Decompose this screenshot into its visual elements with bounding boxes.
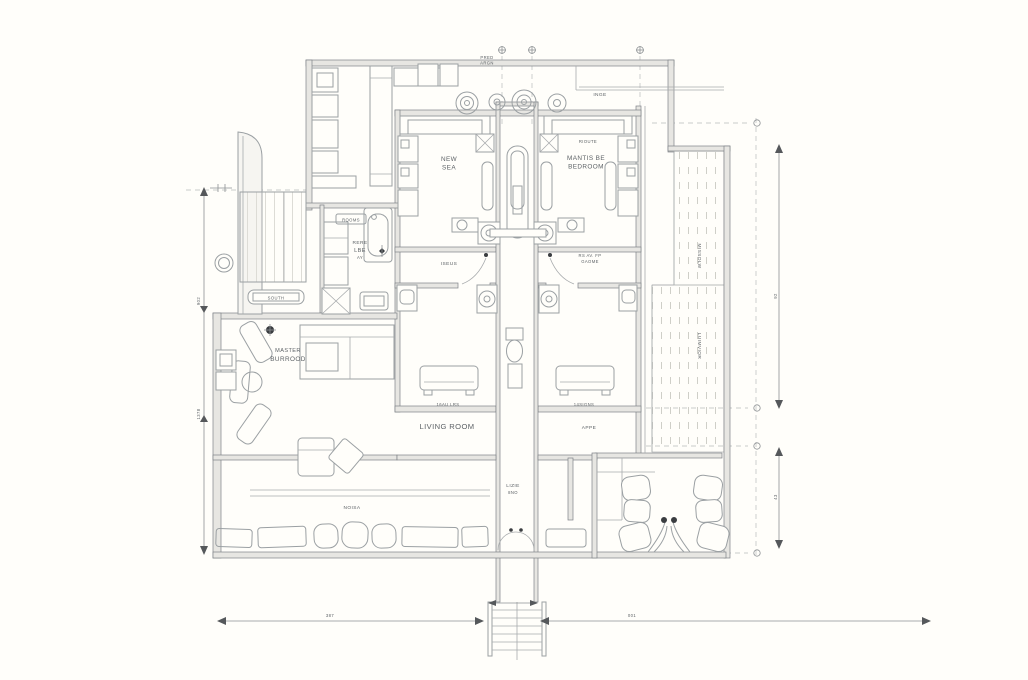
hall-right-label: RS AV. FP bbox=[579, 253, 602, 258]
dim-bottom-right: 001 bbox=[628, 613, 636, 618]
hall-left-label: ISEUS bbox=[441, 261, 457, 267]
text-labels: PRED ARGN INGE RIOUTE NEW SEA MANTIS BE … bbox=[196, 55, 778, 618]
svg-text:BEDROOM: BEDROOM bbox=[568, 164, 604, 171]
terrace-stones bbox=[215, 489, 587, 549]
top-note: PRED bbox=[480, 55, 493, 60]
dim-right-upper: 92 bbox=[773, 293, 778, 299]
balcony-upper-label: MISSOLW bbox=[696, 243, 702, 268]
vestibule-label: LIZIE bbox=[506, 483, 519, 489]
master-label: MASTER bbox=[275, 348, 301, 354]
balcony-lower-label: LUIMVIOR bbox=[696, 333, 702, 360]
vestibule-and-stairs bbox=[487, 528, 547, 660]
dim-left-lower: 1378 bbox=[196, 408, 201, 419]
dimension-lines bbox=[200, 144, 931, 625]
dim-bottom-left: 387 bbox=[326, 613, 334, 618]
closet-label: RERE bbox=[353, 240, 368, 246]
dim-left-upper: 902 bbox=[196, 297, 201, 305]
svg-text:AY: AY bbox=[357, 255, 363, 260]
bedroom-furniture bbox=[397, 115, 639, 245]
dining-annex bbox=[214, 131, 307, 315]
armchair-right bbox=[693, 474, 730, 553]
room-left-tag: 16AU LRS bbox=[437, 402, 460, 407]
svg-text:8NO: 8NO bbox=[508, 490, 518, 495]
svg-text:BURROOD: BURROOD bbox=[270, 356, 305, 363]
kitchen-tag: ROOMS bbox=[335, 213, 367, 225]
svg-text:SEA: SEA bbox=[442, 165, 456, 172]
svg-text:ARGN: ARGN bbox=[480, 61, 494, 66]
bench-south bbox=[247, 289, 305, 305]
terrace-tag: NOISA bbox=[344, 505, 361, 511]
room-right-tag: 14SIGNS bbox=[574, 402, 595, 407]
living-room-label: LIVING ROOM bbox=[419, 422, 474, 431]
balcony-band bbox=[651, 150, 725, 453]
bedroom2-note: RIOUTE bbox=[579, 139, 597, 144]
corridor-doors bbox=[461, 253, 575, 285]
armchair-left bbox=[618, 474, 652, 553]
master-desk bbox=[299, 324, 395, 380]
entry-columns bbox=[455, 89, 567, 115]
duct-box-icon bbox=[321, 287, 351, 315]
plant-icon bbox=[647, 517, 691, 553]
bench-tag: SOUTH bbox=[268, 296, 285, 301]
master-chair bbox=[297, 437, 364, 477]
dim-right-lower: 43 bbox=[773, 494, 778, 500]
lower-rooms-fixtures bbox=[396, 284, 638, 396]
staircase bbox=[487, 601, 547, 660]
duct-box-icon bbox=[475, 133, 559, 153]
seating-room bbox=[597, 458, 730, 553]
closet-room-fixtures bbox=[321, 207, 393, 315]
svg-text:GAOME: GAOME bbox=[581, 259, 599, 264]
svg-text:LBE: LBE bbox=[354, 248, 366, 254]
kitchen-cabinets bbox=[311, 63, 459, 189]
entry-note: INGE bbox=[593, 92, 606, 98]
bedroom1-label: NEW bbox=[441, 156, 458, 163]
bench-seat bbox=[419, 365, 615, 396]
plant-icon bbox=[264, 324, 276, 336]
svg-text:ROOMS: ROOMS bbox=[342, 218, 360, 223]
right-zone-label: APPE bbox=[582, 425, 596, 431]
grid-marker-icon bbox=[498, 46, 761, 557]
shaft-fixtures bbox=[489, 145, 547, 389]
bedroom2-label: MANTIS BE bbox=[567, 155, 605, 162]
master-bedroom-furniture bbox=[215, 321, 395, 477]
